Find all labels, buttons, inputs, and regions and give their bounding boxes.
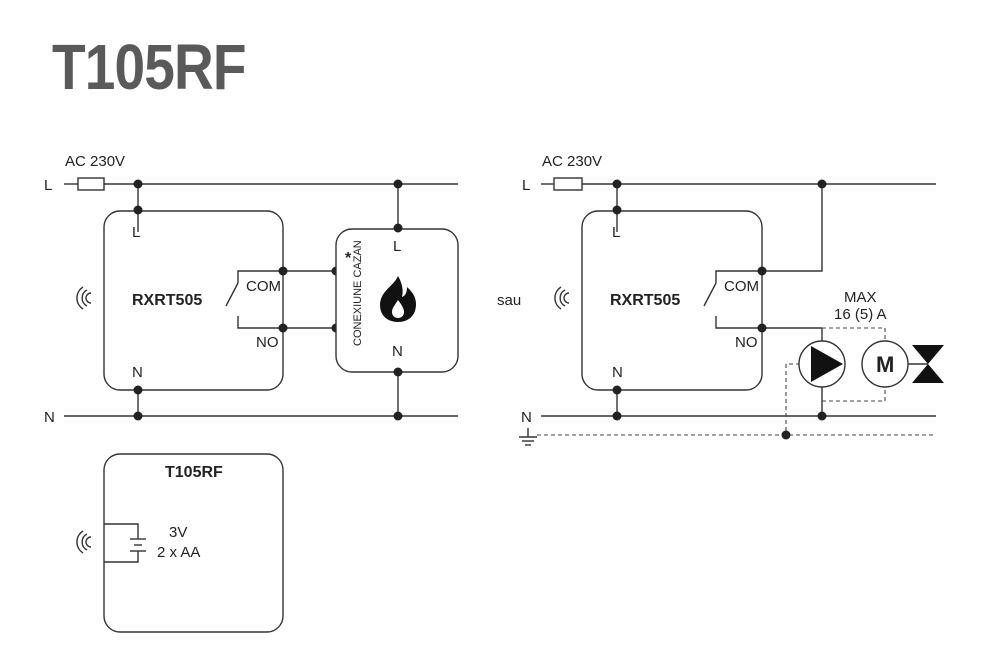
fuse-icon (77, 177, 105, 191)
valve-icon (908, 345, 944, 383)
right-line-label: L (522, 177, 530, 194)
battery-voltage: 3V (169, 524, 187, 541)
battery-type: 2 x AA (157, 544, 200, 561)
right-neutral-label: N (521, 409, 532, 426)
transmitter-name: T105RF (165, 464, 223, 481)
flame-icon (380, 276, 416, 322)
receiver-com-terminal: COM (246, 278, 281, 295)
max-rating-label: MAX (844, 289, 877, 306)
pump-ground-wire (785, 363, 800, 435)
receiver-l-terminal: L (132, 224, 140, 241)
receiver-n-terminal: N (612, 364, 623, 381)
wireless-icon (76, 286, 92, 310)
wireless-icon (554, 286, 570, 310)
relay-switch-icon (703, 270, 762, 329)
transmitter-box (103, 453, 284, 633)
receiver-name: RXRT505 (610, 292, 680, 309)
motor-return-wire (822, 387, 886, 402)
left-supply-label: AC 230V (65, 153, 125, 170)
ground-icon (519, 428, 537, 446)
left-line-label: L (44, 177, 52, 194)
motor-label: M (876, 352, 894, 377)
pump-icon (798, 340, 846, 388)
fuse-icon (553, 177, 583, 191)
receiver-n-terminal: N (132, 364, 143, 381)
right-circuit: AC 230V L N RXRT505 L N COM NO (519, 153, 944, 446)
relay-switch-icon (225, 270, 283, 329)
receiver-l-terminal: L (612, 224, 620, 241)
boiler-connection-label: CONEXIUNE CAZAN (352, 240, 364, 346)
receiver-com-terminal: COM (724, 278, 759, 295)
motor-feed-wire (822, 327, 886, 341)
separator-label: sau (497, 292, 521, 309)
left-circuit: AC 230V L N RXRT505 L N COM NO (44, 153, 459, 426)
receiver-box (103, 210, 284, 391)
motor-icon: M (861, 340, 909, 388)
receiver-no-terminal: NO (256, 334, 279, 351)
battery-icon (104, 523, 146, 563)
wireless-icon (76, 530, 92, 554)
receiver-name: RXRT505 (132, 292, 202, 309)
left-neutral-label: N (44, 409, 55, 426)
receiver-box (581, 210, 763, 391)
right-supply-label: AC 230V (542, 153, 602, 170)
transmitter: T105RF 3V 2 x AA (76, 453, 284, 633)
page-title: T105RF (52, 31, 247, 103)
boiler-n-terminal: N (392, 343, 403, 360)
current-rating-label: 16 (5) A (834, 306, 887, 323)
boiler-l-terminal: L (393, 238, 401, 255)
boiler-asterisk: * (345, 250, 352, 267)
receiver-no-terminal: NO (735, 334, 758, 351)
